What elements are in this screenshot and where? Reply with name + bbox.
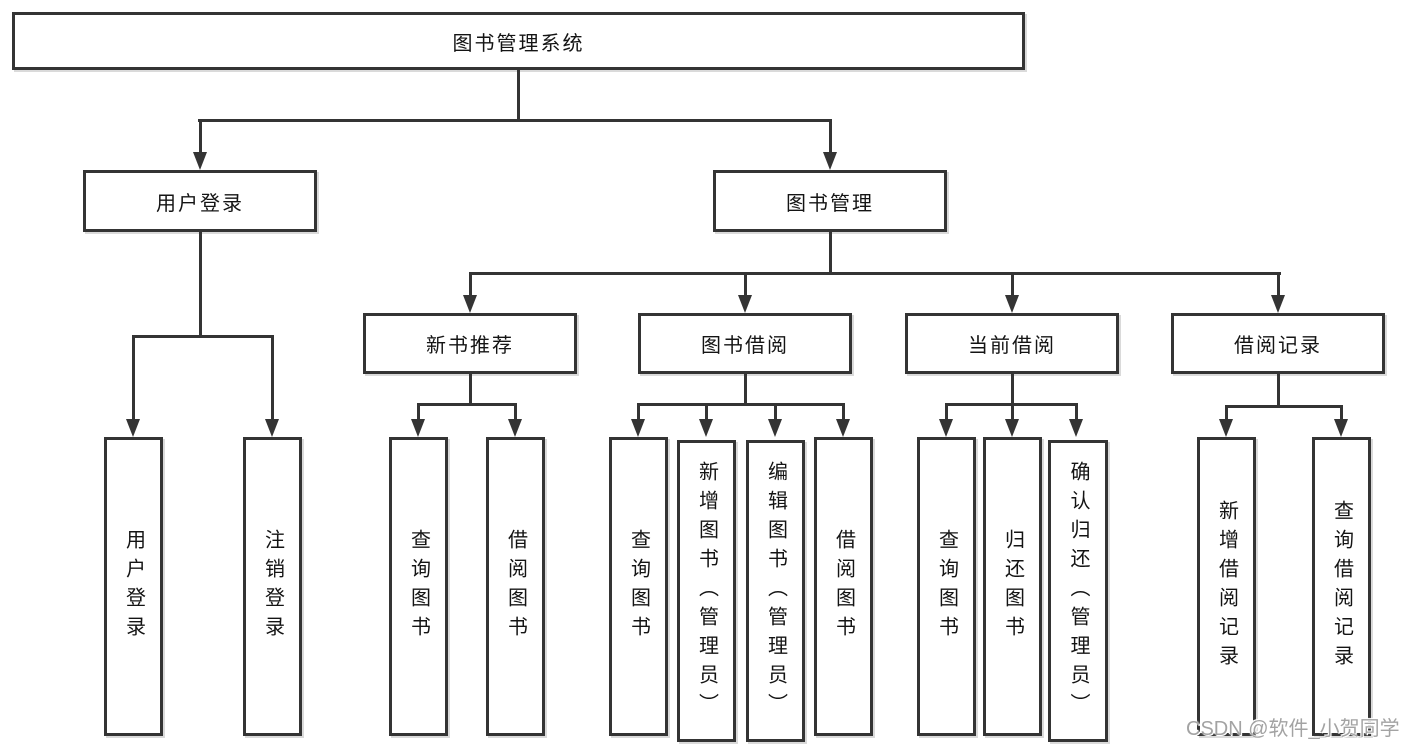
- connector-drop-user-login: [199, 119, 202, 153]
- connector-drop-bb-edit: [774, 403, 777, 420]
- leaf-user-login-label: 用户登录: [122, 528, 145, 645]
- leaf-br-add-record: 新增借阅记录: [1197, 437, 1256, 736]
- leaf-bb-edit-books-admin-label: 编辑图书（管理员）: [764, 460, 787, 722]
- connector-borrow-records-rail: [1225, 405, 1342, 408]
- node-book-management-label: 图书管理: [786, 192, 874, 215]
- arrowhead-bb-edit: [768, 419, 782, 437]
- connector-drop-leaf-user-login: [132, 335, 135, 420]
- connector-drop-cb-return: [1011, 403, 1014, 420]
- arrowhead-user-login: [193, 152, 207, 170]
- leaf-br-query-record-label: 查询借阅记录: [1330, 499, 1353, 674]
- connector-new-book-rec-stem: [469, 374, 472, 403]
- connector-drop-cb-confirm: [1075, 403, 1078, 420]
- arrowhead-br-add: [1219, 419, 1233, 437]
- connector-drop-br-add: [1225, 405, 1228, 420]
- connector-book-management-stem: [829, 232, 832, 274]
- node-root-library-management-system: 图书管理系统: [12, 12, 1025, 70]
- leaf-cb-return-books-label: 归还图书: [1001, 528, 1024, 645]
- connector-drop-bb-borrow: [842, 403, 845, 420]
- node-borrow-records: 借阅记录: [1171, 313, 1385, 374]
- leaf-br-query-record: 查询借阅记录: [1312, 437, 1371, 736]
- leaf-rec-query-books-label: 查询图书: [407, 528, 430, 645]
- arrowhead-bb-add: [699, 419, 713, 437]
- arrowhead-br-query: [1334, 419, 1348, 437]
- leaf-rec-borrow-books: 借阅图书: [486, 437, 545, 736]
- leaf-user-login: 用户登录: [104, 437, 163, 736]
- node-current-borrow: 当前借阅: [905, 313, 1119, 374]
- connector-drop-borrow-records: [1277, 272, 1280, 298]
- arrowhead-bb-query: [631, 419, 645, 437]
- connector-borrow-records-stem: [1277, 374, 1280, 405]
- connector-drop-cb-query: [945, 403, 948, 420]
- leaf-rec-query-books: 查询图书: [389, 437, 448, 736]
- connector-root-stem: [517, 70, 520, 119]
- node-new-book-recommend-label: 新书推荐: [426, 335, 514, 357]
- leaf-bb-add-books-admin: 新增图书（管理员）: [677, 440, 736, 742]
- connector-new-book-rec-rail: [417, 403, 517, 406]
- node-new-book-recommend: 新书推荐: [363, 313, 577, 374]
- arrowhead-leaf-user-login: [126, 419, 140, 437]
- leaf-bb-add-books-admin-label: 新增图书（管理员）: [695, 460, 718, 722]
- connector-drop-bb-add: [705, 403, 708, 420]
- connector-level3-rail: [469, 272, 1281, 275]
- arrowhead-cb-query: [939, 419, 953, 437]
- leaf-bb-edit-books-admin: 编辑图书（管理员）: [746, 440, 805, 742]
- connector-level2-rail: [198, 119, 832, 122]
- arrowhead-book-management: [823, 152, 837, 170]
- connector-drop-current-borrow: [1011, 272, 1014, 298]
- arrowhead-cb-return: [1005, 419, 1019, 437]
- arrowhead-bb-borrow: [836, 419, 850, 437]
- connector-book-borrow-rail: [637, 403, 845, 406]
- leaf-cb-confirm-return-admin-label: 确认归还（管理员）: [1067, 460, 1089, 722]
- leaf-rec-borrow-books-label: 借阅图书: [504, 528, 527, 645]
- leaf-cb-confirm-return-admin: 确认归还（管理员）: [1048, 440, 1108, 742]
- csdn-watermark: CSDN @软件_小贺同学: [1186, 718, 1400, 740]
- arrowhead-cb-confirm: [1069, 419, 1083, 437]
- leaf-logout: 注销登录: [243, 437, 302, 736]
- connector-book-borrow-stem: [744, 374, 747, 403]
- node-borrow-records-label: 借阅记录: [1234, 335, 1322, 357]
- arrowhead-rec-query: [411, 419, 425, 437]
- leaf-logout-label: 注销登录: [261, 528, 284, 645]
- arrowhead-new-book-rec: [463, 295, 477, 313]
- connector-current-borrow-stem: [1011, 374, 1014, 403]
- connector-drop-book-borrow: [744, 272, 747, 298]
- connector-drop-rec-query: [417, 403, 420, 420]
- connector-drop-rec-borrow: [514, 403, 517, 420]
- arrowhead-current-borrow: [1005, 295, 1019, 313]
- connector-drop-bb-query: [637, 403, 640, 420]
- connector-drop-book-management: [829, 119, 832, 153]
- leaf-cb-query-books: 查询图书: [917, 437, 976, 736]
- node-root-label: 图书管理系统: [452, 32, 585, 55]
- arrowhead-leaf-logout: [265, 419, 279, 437]
- leaf-bb-query-books: 查询图书: [609, 437, 668, 736]
- arrowhead-borrow-records: [1271, 295, 1285, 313]
- leaf-br-add-record-label: 新增借阅记录: [1215, 499, 1238, 674]
- arrowhead-rec-borrow: [508, 419, 522, 437]
- node-current-borrow-label: 当前借阅: [968, 335, 1056, 357]
- node-user-login: 用户登录: [83, 170, 317, 232]
- connector-user-login-stem: [199, 232, 202, 335]
- leaf-bb-borrow-books-label: 借阅图书: [832, 528, 855, 645]
- leaf-bb-query-books-label: 查询图书: [627, 528, 650, 645]
- arrowhead-book-borrow: [738, 295, 752, 313]
- node-user-login-label: 用户登录: [156, 192, 244, 215]
- leaf-cb-query-books-label: 查询图书: [935, 528, 958, 645]
- connector-drop-br-query: [1340, 405, 1343, 420]
- node-book-borrow: 图书借阅: [638, 313, 852, 374]
- connector-user-login-rail: [132, 335, 274, 338]
- node-book-borrow-label: 图书借阅: [701, 335, 789, 357]
- leaf-cb-return-books: 归还图书: [983, 437, 1042, 736]
- connector-drop-leaf-logout: [271, 335, 274, 420]
- leaf-bb-borrow-books: 借阅图书: [814, 437, 873, 736]
- node-book-management: 图书管理: [713, 170, 947, 232]
- connector-drop-new-book-rec: [469, 272, 472, 298]
